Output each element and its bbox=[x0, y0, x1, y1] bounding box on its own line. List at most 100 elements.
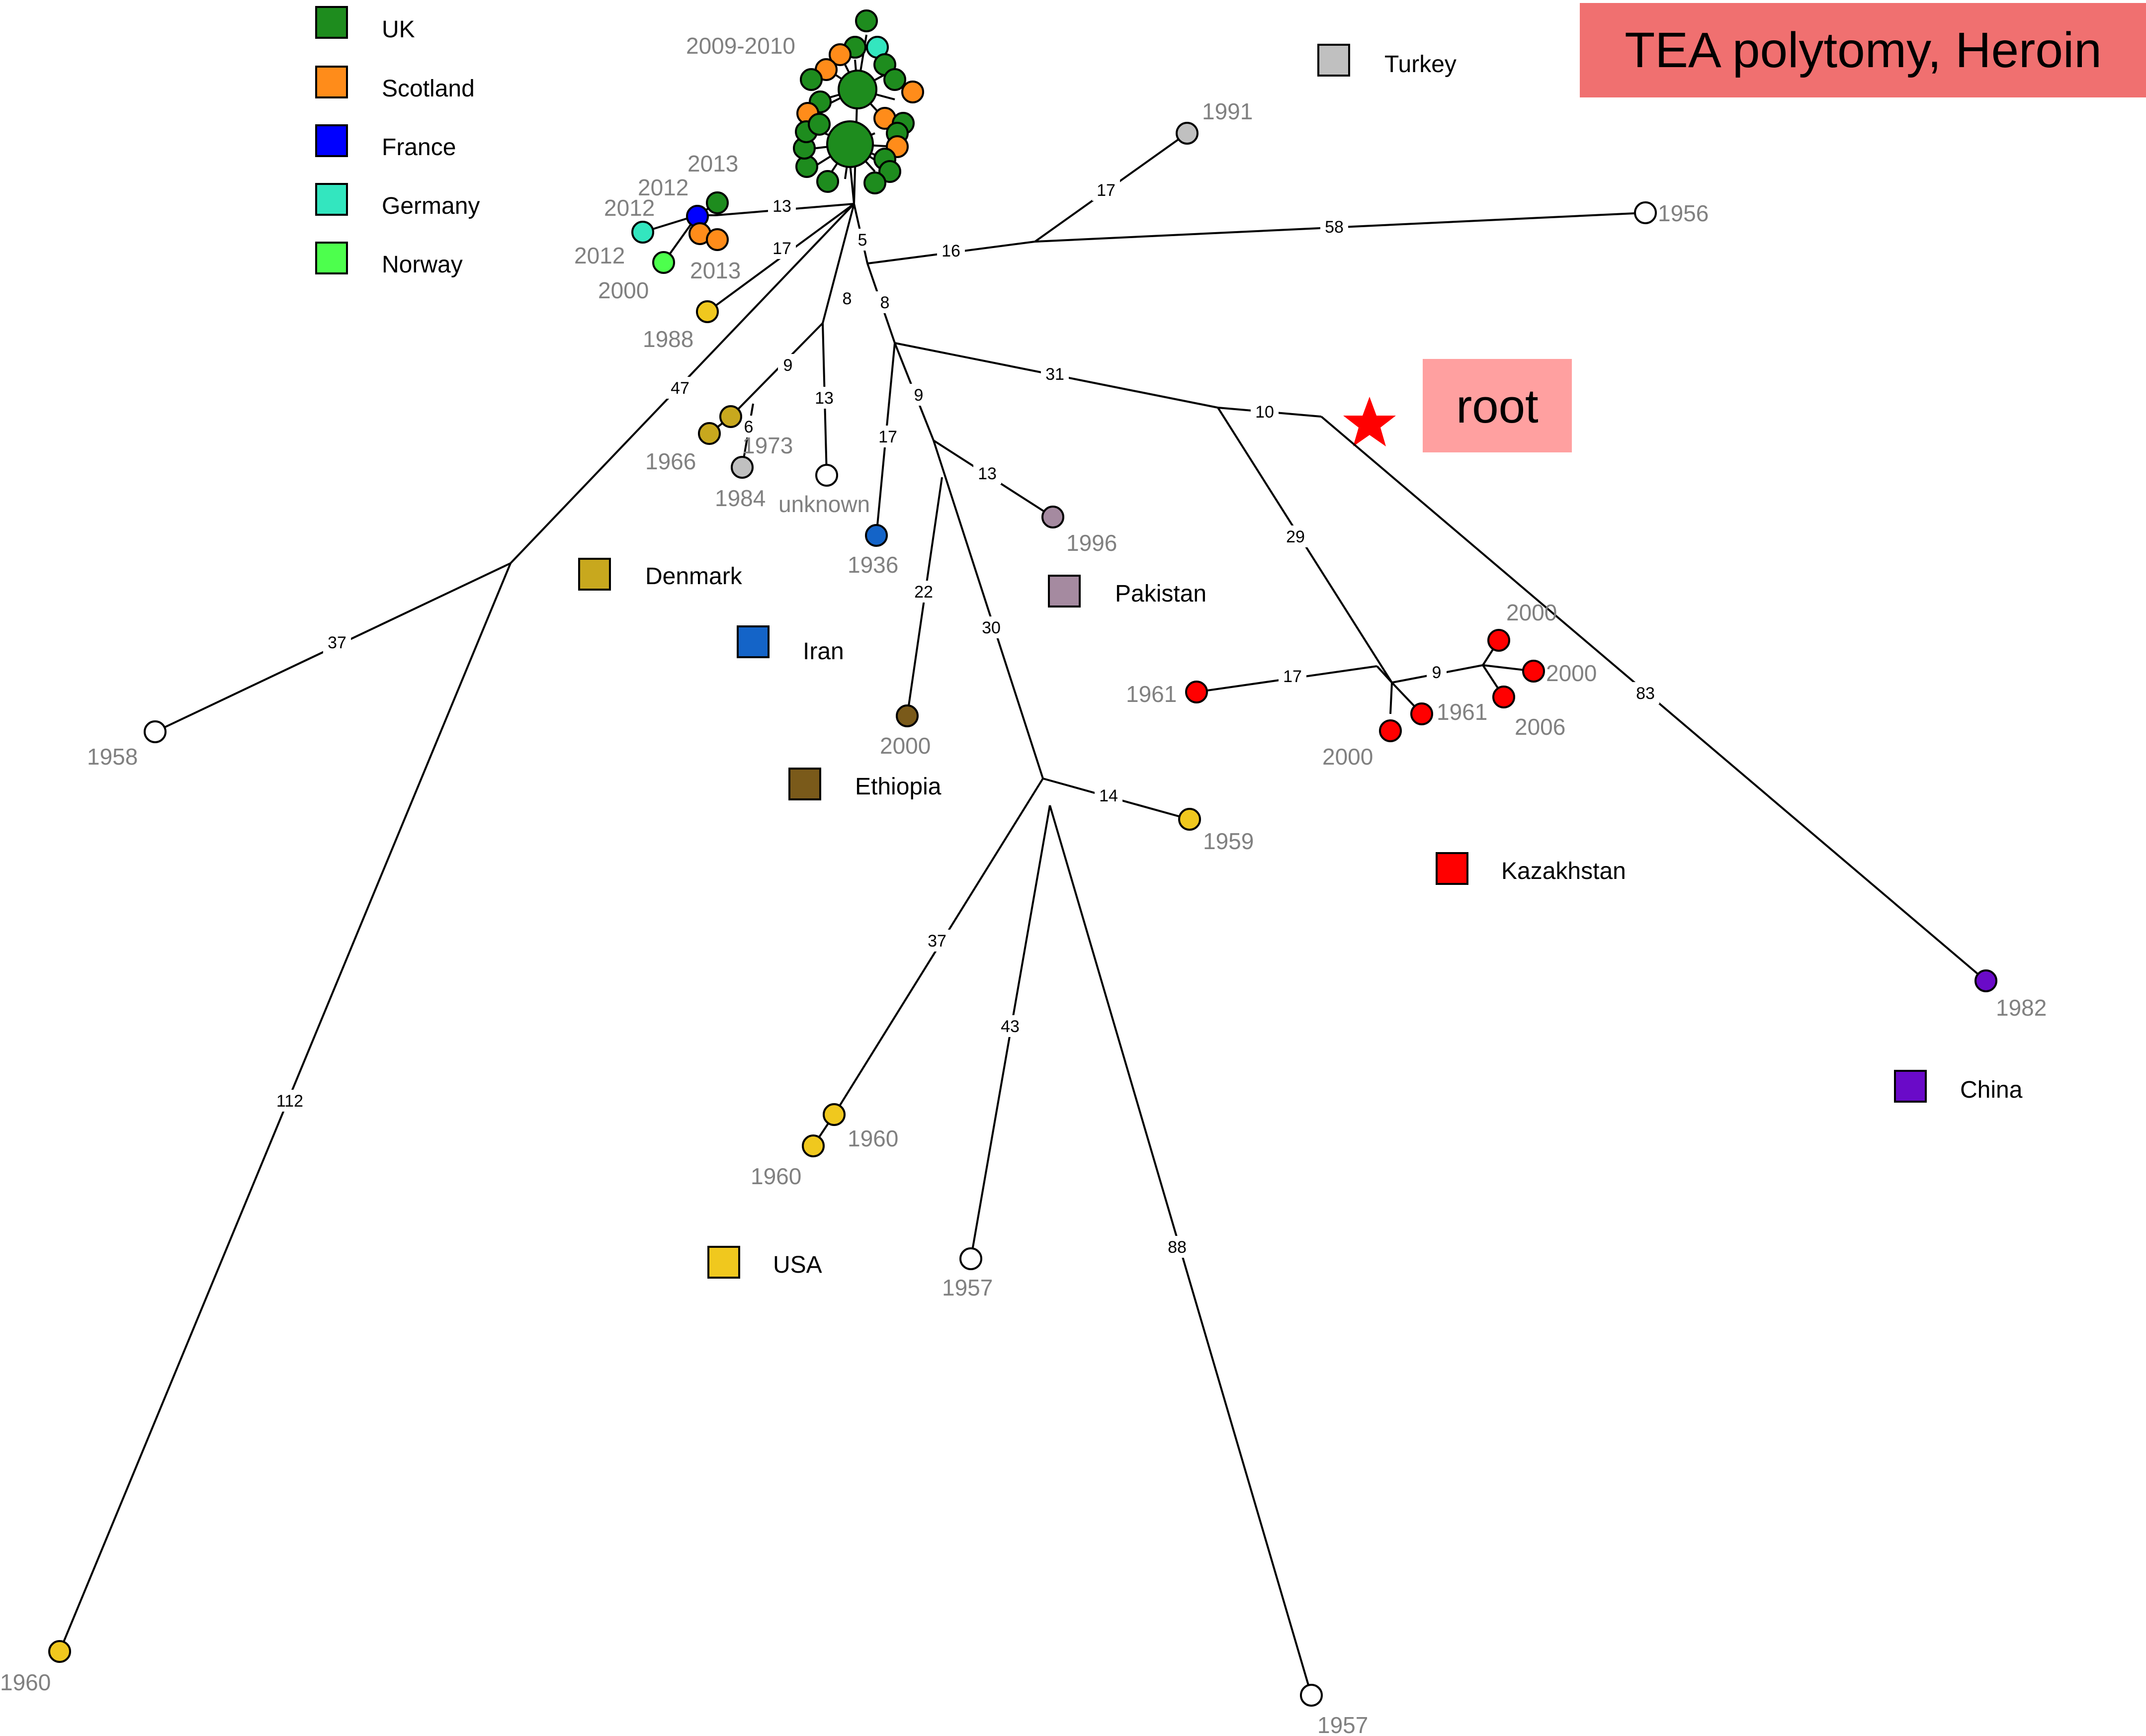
edge-label: 29 bbox=[1286, 527, 1305, 546]
node-label: 2012 bbox=[638, 174, 688, 200]
legend-label: Ethiopia bbox=[855, 774, 942, 800]
edge-label: 112 bbox=[276, 1092, 303, 1111]
node-label: 1958 bbox=[87, 744, 138, 770]
node-unknown bbox=[815, 464, 838, 487]
edge-label: 47 bbox=[671, 379, 689, 398]
legend-swatch bbox=[315, 6, 348, 39]
legend-label: UK bbox=[382, 16, 415, 43]
legend-label: Denmark bbox=[645, 563, 743, 590]
edge-label: 22 bbox=[914, 583, 933, 602]
legend-item-iran: Iran bbox=[737, 625, 844, 665]
legend-swatch bbox=[737, 625, 770, 658]
node-label: 1996 bbox=[1066, 530, 1117, 556]
node-label: 2009-2010 bbox=[686, 33, 795, 59]
edge-label: 17 bbox=[1097, 181, 1116, 200]
legend-swatch bbox=[315, 66, 348, 98]
node-germany-2012 bbox=[631, 221, 654, 244]
legend-swatch bbox=[1317, 44, 1350, 77]
node-label: 2012 bbox=[574, 243, 625, 268]
edge-label: 13 bbox=[773, 197, 791, 216]
node-label: 1973 bbox=[742, 433, 793, 458]
node-kazakhstan-2000c bbox=[1492, 686, 1515, 708]
edge-label: 14 bbox=[1099, 786, 1118, 805]
legend: UK Scotland France Germany Norway Turkey… bbox=[315, 6, 2023, 1279]
node-usa-1960b bbox=[802, 1134, 825, 1157]
legend-item-ethiopia: Ethiopia bbox=[788, 768, 942, 800]
node-ethiopia-2000 bbox=[896, 704, 919, 727]
legend-item-turkey: Turkey bbox=[1317, 44, 1457, 78]
root-star-icon bbox=[1343, 397, 1396, 446]
node-label: 2000 bbox=[880, 733, 931, 759]
edge bbox=[1389, 682, 1393, 714]
edge-label: 9 bbox=[914, 386, 924, 405]
legend-item-pakistan: Pakistan bbox=[1048, 575, 1206, 608]
node-kazakhstan-2006 bbox=[1185, 681, 1208, 703]
node-label: 1991 bbox=[1202, 98, 1253, 124]
node-usa-1960a bbox=[823, 1103, 846, 1126]
edge-label: 16 bbox=[942, 242, 960, 260]
edge-label: 31 bbox=[1045, 365, 1064, 384]
edge-label: 37 bbox=[328, 633, 346, 652]
edge-label: 6 bbox=[744, 418, 754, 436]
edge-label: 9 bbox=[1432, 663, 1442, 682]
legend-swatch bbox=[1894, 1070, 1927, 1103]
legend-label: France bbox=[382, 134, 456, 161]
node-label: 1957 bbox=[942, 1275, 993, 1301]
legend-swatch bbox=[1048, 575, 1081, 608]
edge-label: 37 bbox=[928, 932, 946, 951]
node-label: 1957 bbox=[1317, 1712, 1368, 1736]
edge-label: 83 bbox=[1636, 684, 1655, 703]
legend-swatch bbox=[1436, 852, 1468, 885]
legend-item-france: France bbox=[315, 124, 456, 161]
legend-label: USA bbox=[773, 1252, 822, 1278]
title: TEA polytomy, Heroin bbox=[1625, 22, 2102, 78]
edge-label: 10 bbox=[1255, 403, 1274, 422]
legend-label: Kazakhstan bbox=[1501, 858, 1626, 884]
legend-label: Scotland bbox=[382, 76, 475, 102]
node-label: 1936 bbox=[848, 552, 898, 578]
node-kazakhstan-1961a bbox=[1410, 702, 1433, 725]
edge-label: 8 bbox=[843, 289, 852, 308]
edge-label: 17 bbox=[878, 428, 897, 446]
edge-label: 13 bbox=[815, 389, 834, 408]
node-norway-2000 bbox=[652, 251, 675, 274]
node-iran-1936 bbox=[865, 524, 888, 547]
root-label-box bbox=[1423, 359, 1572, 452]
legend-label: Pakistan bbox=[1115, 581, 1206, 607]
legend-item-denmark: Denmark bbox=[578, 558, 743, 591]
legend-label: Germany bbox=[382, 193, 480, 219]
legend-label: Turkey bbox=[1384, 51, 1457, 78]
edge-label: 13 bbox=[978, 464, 997, 483]
legend-swatch bbox=[788, 768, 821, 800]
node-label: 1959 bbox=[1203, 828, 1254, 854]
legend-item-china: China bbox=[1894, 1070, 2023, 1103]
node-turkey-1991 bbox=[1176, 122, 1199, 145]
node-label: 1960 bbox=[751, 1163, 801, 1189]
node-label: 2000 bbox=[1546, 660, 1597, 686]
edge bbox=[822, 203, 855, 324]
node-label: 1988 bbox=[643, 326, 693, 352]
edge bbox=[730, 322, 824, 418]
legend-swatch bbox=[315, 242, 348, 274]
node-denmark-1973 bbox=[719, 405, 742, 428]
legend-item-kazakhstan: Kazakhstan bbox=[1436, 852, 1626, 885]
edge bbox=[1376, 665, 1393, 684]
root-label: root bbox=[1456, 380, 1538, 433]
node-usa-1988 bbox=[696, 300, 719, 323]
node-label: 2000 bbox=[1506, 600, 1557, 625]
node-uk-2013 bbox=[706, 191, 729, 214]
edge-label: 58 bbox=[1325, 218, 1344, 237]
node-label: 2013 bbox=[687, 151, 738, 176]
node-label: unknown bbox=[778, 491, 870, 517]
node-label: 2006 bbox=[1515, 714, 1565, 740]
node-label: 1961 bbox=[1126, 681, 1177, 707]
node-kazakhstan-1961b bbox=[1379, 719, 1402, 742]
node-unknown-1956 bbox=[1634, 201, 1657, 224]
node-pakistan-1996 bbox=[1041, 506, 1064, 528]
edge-label: 88 bbox=[1168, 1238, 1187, 1257]
legend-item-scotland: Scotland bbox=[315, 66, 475, 102]
legend-label: China bbox=[1960, 1077, 2023, 1103]
node-label: 2000 bbox=[1322, 744, 1373, 770]
legend-swatch bbox=[315, 124, 348, 157]
node-usa-1959 bbox=[1178, 808, 1201, 831]
